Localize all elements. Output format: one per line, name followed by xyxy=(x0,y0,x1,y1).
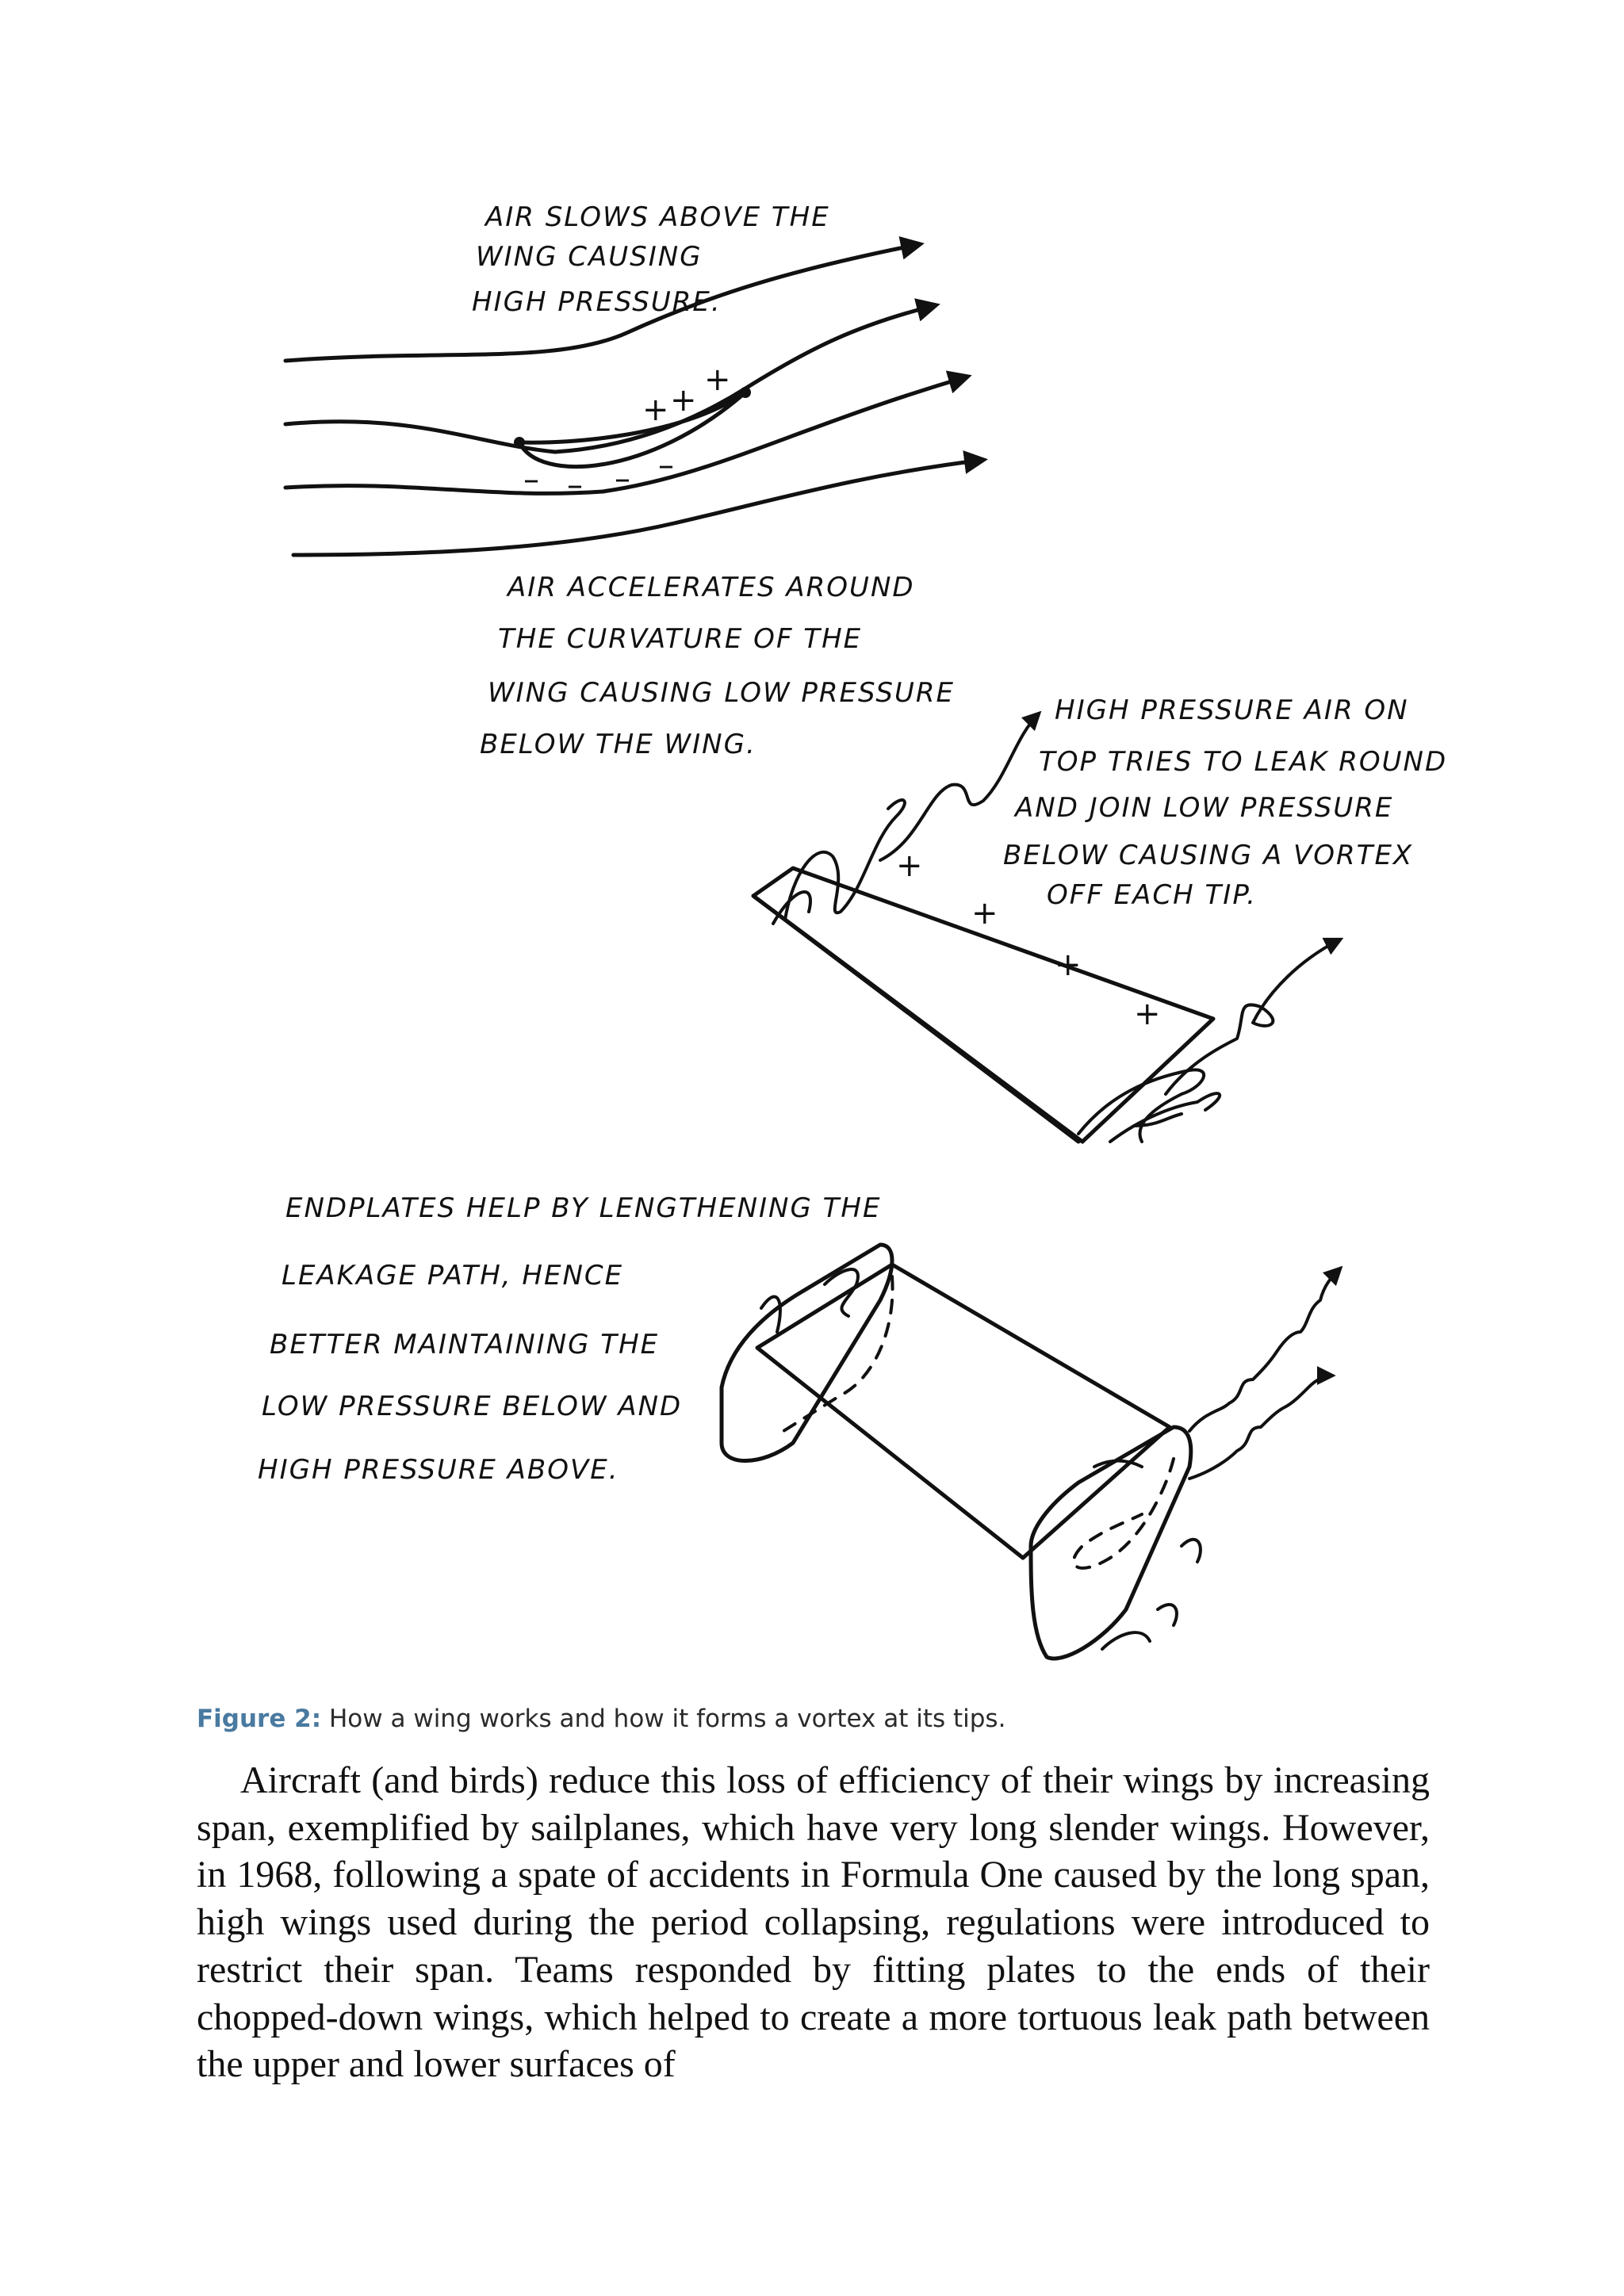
svg-text:HIGH PRESSURE.: HIGH PRESSURE. xyxy=(472,286,722,318)
svg-text:WING CAUSING LOW PRESSURE: WING CAUSING LOW PRESSURE xyxy=(488,677,955,709)
figure-caption: Figure 2: How a wing works and how it fo… xyxy=(197,1705,1434,1733)
svg-text:–: – xyxy=(658,447,674,484)
wing-vortex-figure: + + + – – – – AIR SLOWS ABOVE THE WING C… xyxy=(0,0,1624,1689)
annotation-high-pressure-air: HIGH PRESSURE AIR ON TOP TRIES TO LEAK R… xyxy=(1003,695,1447,911)
svg-text:+: + xyxy=(642,392,669,428)
svg-text:HIGH PRESSURE ABOVE.: HIGH PRESSURE ABOVE. xyxy=(258,1454,619,1486)
svg-text:+: + xyxy=(704,362,731,398)
svg-text:BELOW THE WING.: BELOW THE WING. xyxy=(480,729,756,760)
svg-text:BETTER MAINTAINING THE: BETTER MAINTAINING THE xyxy=(270,1329,659,1360)
svg-text:AIR SLOWS ABOVE THE: AIR SLOWS ABOVE THE xyxy=(484,201,830,233)
svg-text:–: – xyxy=(615,461,630,497)
annotation-air-accelerates: AIR ACCELERATES AROUND THE CURVATURE OF … xyxy=(480,572,955,760)
caption-label: Figure 2: xyxy=(197,1705,321,1733)
svg-text:AND JOIN LOW PRESSURE: AND JOIN LOW PRESSURE xyxy=(1013,792,1393,824)
svg-text:–: – xyxy=(523,461,539,498)
svg-text:+: + xyxy=(1134,996,1161,1032)
caption-text: How a wing works and how it forms a vort… xyxy=(329,1705,1005,1733)
annotation-endplates: ENDPLATES HELP BY LENGTHENING THE LEAKAG… xyxy=(258,1192,881,1486)
svg-text:+: + xyxy=(971,895,998,932)
high-pressure-signs: + + + xyxy=(642,362,731,428)
svg-text:ENDPLATES HELP BY LENGTHENING: ENDPLATES HELP BY LENGTHENING THE xyxy=(285,1192,881,1224)
svg-text:AIR ACCELERATES AROUND: AIR ACCELERATES AROUND xyxy=(506,572,915,603)
svg-text:+: + xyxy=(896,848,923,884)
svg-text:LOW PRESSURE BELOW AND: LOW PRESSURE BELOW AND xyxy=(262,1391,682,1422)
svg-text:–: – xyxy=(567,467,583,503)
body-paragraph: Aircraft (and birds) reduce this loss of… xyxy=(197,1757,1430,2088)
svg-text:TOP TRIES TO LEAK ROUND: TOP TRIES TO LEAK ROUND xyxy=(1039,746,1447,778)
svg-text:WING CAUSING: WING CAUSING xyxy=(476,241,703,273)
wing-tip-vortex-sketch: + + + + xyxy=(753,714,1340,1142)
svg-text:HIGH PRESSURE AIR ON: HIGH PRESSURE AIR ON xyxy=(1055,695,1409,726)
svg-text:LEAKAGE PATH, HENCE: LEAKAGE PATH, HENCE xyxy=(282,1260,623,1292)
svg-text:+: + xyxy=(1055,947,1082,983)
endplate-wing-sketch xyxy=(722,1245,1340,1659)
svg-text:+: + xyxy=(670,382,697,419)
svg-text:THE CURVATURE OF THE: THE CURVATURE OF THE xyxy=(498,623,862,655)
svg-text:OFF EACH TIP.: OFF EACH TIP. xyxy=(1047,879,1257,911)
svg-text:BELOW CAUSING A VORTEX: BELOW CAUSING A VORTEX xyxy=(1003,840,1413,871)
annotation-air-slows: AIR SLOWS ABOVE THE WING CAUSING HIGH PR… xyxy=(472,201,830,318)
